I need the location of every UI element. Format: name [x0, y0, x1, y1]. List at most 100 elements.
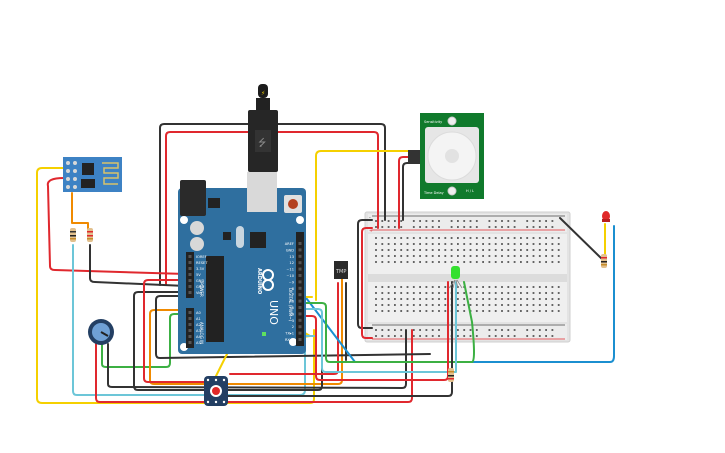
digital-pin[interactable] [298, 280, 302, 284]
terminal-hole[interactable] [394, 237, 396, 239]
terminal-hole[interactable] [507, 249, 510, 251]
terminal-hole[interactable] [557, 304, 560, 306]
terminal-hole[interactable] [463, 261, 466, 263]
terminal-hole[interactable] [520, 286, 522, 288]
delay-pot[interactable] [447, 186, 457, 196]
terminal-hole[interactable] [381, 286, 384, 288]
breadboard[interactable]: - + [364, 211, 571, 343]
wifi-pin[interactable] [73, 169, 77, 173]
terminal-hole[interactable] [532, 255, 535, 257]
terminal-hole[interactable] [375, 298, 377, 300]
terminal-hole[interactable] [425, 249, 428, 251]
terminal-hole[interactable] [419, 255, 421, 257]
terminal-hole[interactable] [431, 255, 434, 257]
terminal-hole[interactable] [450, 243, 453, 245]
terminal-hole[interactable] [425, 237, 428, 239]
terminal-hole[interactable] [551, 286, 554, 288]
terminal-hole[interactable] [394, 292, 396, 294]
terminal-hole[interactable] [494, 298, 497, 300]
rail-hole[interactable] [387, 226, 390, 228]
terminal-hole[interactable] [419, 286, 421, 288]
terminal-hole[interactable] [406, 304, 409, 306]
terminal-hole[interactable] [551, 249, 554, 251]
terminal-hole[interactable] [545, 304, 547, 306]
terminal-hole[interactable] [431, 310, 434, 312]
terminal-hole[interactable] [501, 243, 503, 245]
arduino-uno[interactable]: ⚡ ⭍ AREFGND1312~11~10~987~6~54~32TX▸1RX◂… [178, 84, 306, 354]
wire-red-pir[interactable] [398, 156, 417, 229]
terminal-hole[interactable] [419, 261, 421, 263]
terminal-hole[interactable] [400, 243, 403, 245]
terminal-hole[interactable] [431, 249, 434, 251]
terminal-hole[interactable] [431, 261, 434, 263]
wifi-pin[interactable] [73, 161, 77, 165]
rail-hole[interactable] [412, 329, 415, 331]
rail-hole[interactable] [438, 226, 440, 228]
terminal-hole[interactable] [394, 255, 396, 257]
terminal-hole[interactable] [482, 292, 484, 294]
terminal-hole[interactable] [394, 286, 396, 288]
terminal-hole[interactable] [400, 292, 403, 294]
terminal-hole[interactable] [394, 310, 396, 312]
terminal-hole[interactable] [431, 237, 434, 239]
rail-hole[interactable] [494, 335, 497, 337]
terminal-hole[interactable] [551, 237, 554, 239]
terminal-hole[interactable] [387, 298, 390, 300]
terminal-hole[interactable] [545, 310, 547, 312]
terminal-hole[interactable] [387, 310, 390, 312]
terminal-hole[interactable] [387, 249, 390, 251]
esp8266-wifi-module[interactable] [63, 157, 122, 192]
wire-cyan-d5[interactable] [299, 281, 457, 373]
terminal-hole[interactable] [406, 243, 409, 245]
rail-hole[interactable] [431, 220, 434, 222]
terminal-hole[interactable] [469, 237, 472, 239]
rgb-led[interactable] [448, 266, 463, 289]
terminal-hole[interactable] [513, 298, 516, 300]
terminal-hole[interactable] [482, 286, 484, 288]
rail-hole[interactable] [375, 226, 377, 228]
rail-hole[interactable] [475, 220, 478, 222]
wire-blue-d8[interactable] [299, 225, 615, 363]
resistor-led[interactable] [601, 254, 607, 268]
terminal-hole[interactable] [475, 310, 478, 312]
rail-hole[interactable] [469, 226, 472, 228]
terminal-hole[interactable] [551, 243, 554, 245]
terminal-hole[interactable] [475, 292, 478, 294]
terminal-hole[interactable] [482, 237, 484, 239]
terminal-hole[interactable] [475, 286, 478, 288]
rail-hole[interactable] [425, 335, 428, 337]
terminal-hole[interactable] [469, 255, 472, 257]
rail-hole[interactable] [431, 335, 434, 337]
terminal-hole[interactable] [381, 249, 384, 251]
rail-hole[interactable] [412, 335, 415, 337]
wire-red-pot[interactable] [95, 329, 413, 403]
rail-hole[interactable] [419, 329, 421, 331]
rail-hole[interactable] [494, 329, 497, 331]
rail-hole[interactable] [551, 220, 554, 222]
terminal-hole[interactable] [381, 261, 384, 263]
terminal-hole[interactable] [488, 243, 491, 245]
rail-hole[interactable] [425, 220, 428, 222]
wifi-pin[interactable] [73, 185, 77, 189]
terminal-hole[interactable] [406, 286, 409, 288]
terminal-hole[interactable] [419, 298, 421, 300]
wifi-pin[interactable] [66, 177, 70, 181]
terminal-hole[interactable] [425, 261, 428, 263]
terminal-hole[interactable] [375, 261, 377, 263]
terminal-hole[interactable] [545, 237, 547, 239]
wire-orange-wifi[interactable] [71, 192, 89, 233]
terminal-hole[interactable] [513, 310, 516, 312]
rail-hole[interactable] [551, 226, 554, 228]
terminal-hole[interactable] [526, 286, 529, 288]
digital-pin[interactable] [298, 242, 302, 245]
terminal-hole[interactable] [412, 286, 415, 288]
rail-hole[interactable] [507, 329, 510, 331]
rail-hole[interactable] [475, 226, 478, 228]
rail-hole[interactable] [400, 329, 403, 331]
terminal-hole[interactable] [444, 298, 447, 300]
terminal-hole[interactable] [494, 286, 497, 288]
terminal-hole[interactable] [463, 298, 466, 300]
terminal-hole[interactable] [551, 298, 554, 300]
terminal-hole[interactable] [431, 243, 434, 245]
terminal-hole[interactable] [520, 261, 522, 263]
